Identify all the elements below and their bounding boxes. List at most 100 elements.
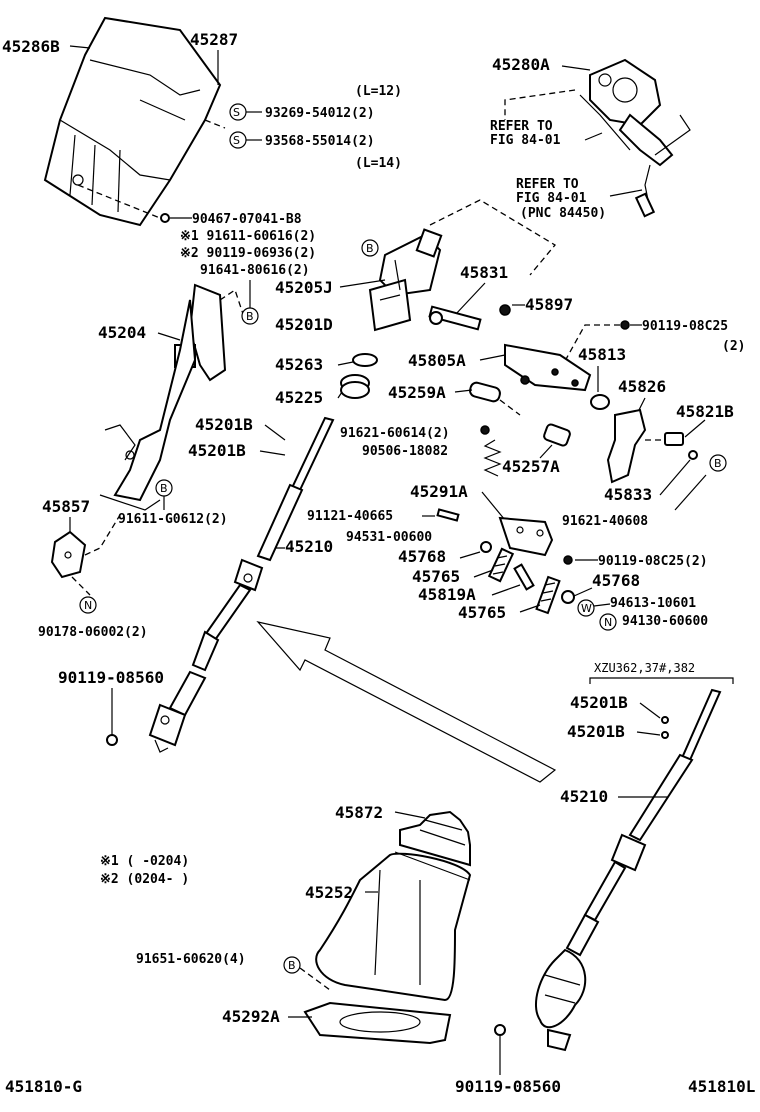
- label-90119-08C25-a: 90119-08C25: [642, 319, 728, 334]
- label-45826: 45826: [618, 377, 666, 396]
- bracket-45291A: [498, 516, 554, 557]
- refer-text-2a: REFER TO: [516, 177, 579, 192]
- label-45210-a: 45210: [285, 537, 333, 556]
- note-2: ※2 (0204- ): [100, 872, 189, 887]
- plate-45292A: [303, 1001, 452, 1045]
- boot-45872: [399, 810, 471, 867]
- label-45204: 45204: [98, 323, 146, 342]
- refer-text-pnc: (PNC 84450): [520, 206, 606, 221]
- label-45897: 45897: [525, 295, 573, 314]
- symbol-b-3: B: [709, 454, 727, 472]
- label-45210-b: 45210: [560, 787, 608, 806]
- label-91121-40665: 91121-40665: [307, 509, 393, 524]
- label-45857: 45857: [42, 497, 90, 516]
- label-90119-08560-b: 90119-08560: [455, 1077, 561, 1096]
- label-94531-00600: 94531-00600: [346, 530, 432, 545]
- label-45201B-c: 45201B: [570, 693, 628, 712]
- label-91611-60616: ※1 91611-60616(2): [180, 229, 316, 244]
- label-45201D: 45201D: [275, 315, 333, 334]
- svg-text:B: B: [246, 310, 254, 323]
- boot-45252: [315, 851, 472, 1002]
- label-45765-b: 45765: [458, 603, 506, 622]
- symbol-b-1: B: [361, 239, 379, 257]
- refer-text-1a: REFER TO: [490, 119, 553, 134]
- spring-90506: [483, 439, 502, 477]
- symbol-b-2: B: [241, 307, 259, 325]
- symbol-w-1: W: [577, 599, 595, 617]
- note-block: ※1 ( -0204) ※2 (0204- ): [100, 854, 189, 887]
- label-91621-40608: 91621-40608: [562, 514, 648, 529]
- bushing-45263: [352, 353, 378, 367]
- svg-text:S: S: [233, 134, 240, 147]
- spring-45765-a: [487, 547, 515, 583]
- svg-text:S: S: [233, 106, 240, 119]
- label-45257A: 45257A: [502, 457, 560, 476]
- refer-text-1b: FIG 84-01: [490, 133, 561, 148]
- label-45280A: 45280A: [492, 55, 550, 74]
- footer-right-code: 451810L: [688, 1077, 755, 1096]
- label-45831: 45831: [460, 263, 508, 282]
- label-90119-06936: ※2 90119-06936(2): [180, 246, 316, 261]
- svg-text:B: B: [288, 959, 296, 972]
- column-bracket: [99, 283, 246, 511]
- label-45819A: 45819A: [418, 585, 476, 604]
- note-1: ※1 ( -0204): [100, 854, 189, 869]
- label-45805A: 45805A: [408, 351, 466, 370]
- svg-text:B: B: [366, 242, 374, 255]
- label-90119-08C25-b: 90119-08C25(2): [598, 554, 708, 569]
- lock-pin: [428, 305, 482, 331]
- direction-arrow: [256, 621, 557, 783]
- label-45291A: 45291A: [410, 482, 468, 501]
- label-45263: 45263: [275, 355, 323, 374]
- steering-lock-assembly: [579, 58, 691, 218]
- label-90506-18082: 90506-18082: [362, 444, 448, 459]
- label-91611-G0612: 91611-G0612(2): [118, 512, 228, 527]
- footer-left-code: 451810-G: [5, 1077, 82, 1096]
- symbol-s-2: S: [229, 131, 247, 149]
- svg-text:B: B: [160, 482, 168, 495]
- label-l14: (L=14): [355, 156, 402, 171]
- label-90467-07041-B8: 90467-07041-B8: [192, 212, 302, 227]
- refer-text-2b: FIG 84-01: [516, 191, 587, 206]
- label-45833: 45833: [604, 485, 652, 504]
- label-45765-a: 45765: [412, 567, 460, 586]
- steering-shaft-right: [535, 688, 722, 1052]
- label-93568-55014: 93568-55014(2): [265, 134, 375, 149]
- label-l12: (L=12): [355, 84, 402, 99]
- label-45768-a: 45768: [398, 547, 446, 566]
- pin-45819A: [513, 563, 535, 591]
- bearing-45225: [340, 374, 370, 399]
- label-qty-2: (2): [722, 339, 745, 354]
- label-45201B-a: 45201B: [195, 415, 253, 434]
- label-93269-54012: 93269-54012(2): [265, 106, 375, 121]
- steering-column-cover: [43, 16, 222, 227]
- label-45292A: 45292A: [222, 1007, 280, 1026]
- label-91651-60620: 91651-60620(4): [136, 952, 246, 967]
- label-45225: 45225: [275, 388, 323, 407]
- label-45768-b: 45768: [592, 571, 640, 590]
- tilt-lever-bracket: [504, 343, 592, 392]
- label-90119-08560-a: 90119-08560: [58, 668, 164, 687]
- tilt-lever: [606, 408, 647, 484]
- symbol-n-2: N: [79, 596, 97, 614]
- label-91641-80616: 91641-80616(2): [200, 263, 310, 278]
- symbol-b-4: B: [155, 479, 173, 497]
- symbol-b-5: B: [283, 956, 301, 974]
- label-45286B: 45286B: [2, 37, 60, 56]
- svg-text:W: W: [581, 602, 592, 615]
- label-45813: 45813: [578, 345, 626, 364]
- sleeve-45259A: [469, 381, 501, 403]
- label-45201B-b: 45201B: [188, 441, 246, 460]
- svg-text:N: N: [84, 599, 92, 612]
- label-91621-60614: 91621-60614(2): [340, 426, 450, 441]
- svg-text:N: N: [604, 616, 612, 629]
- symbol-s-1: S: [229, 103, 247, 121]
- label-90178-06002: 90178-06002(2): [38, 625, 148, 640]
- label-45252: 45252: [305, 883, 353, 902]
- label-45821B: 45821B: [676, 402, 734, 421]
- column-lock-housing: [368, 228, 443, 332]
- symbol-n-1: N: [599, 613, 617, 631]
- label-xzu-models: XZU362,37#,382: [594, 661, 695, 675]
- collar-45257A: [543, 423, 571, 447]
